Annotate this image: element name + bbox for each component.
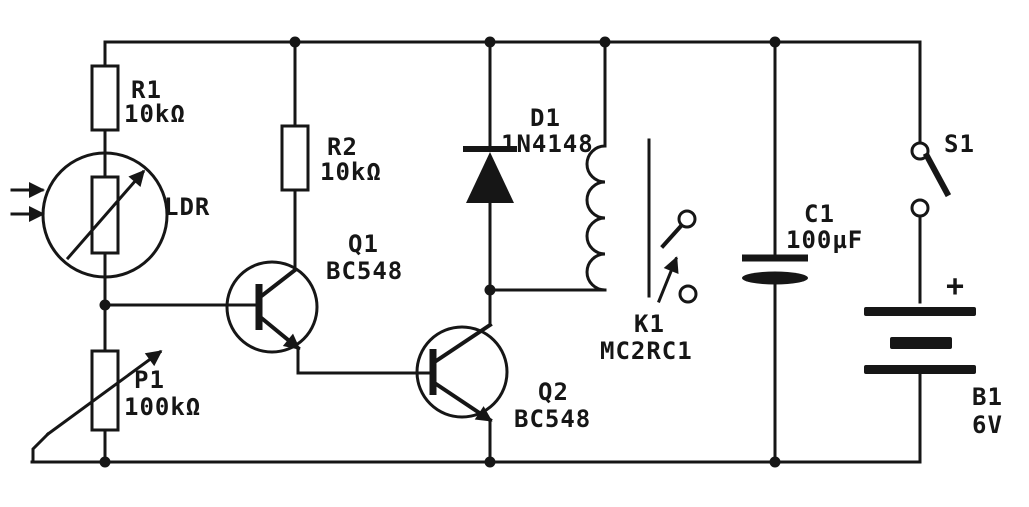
potentiometer-wiper-arrow (45, 349, 163, 437)
b1-ref-label: B1 (972, 383, 1003, 411)
b1-value-label: 6V (972, 411, 1003, 439)
wire-network (30, 40, 922, 464)
junction-dot (484, 284, 496, 296)
junction-dot (289, 36, 301, 48)
junction-dot (99, 299, 111, 311)
junction-dot (484, 36, 496, 48)
potentiometer-p1: P1 100kΩ (45, 349, 201, 437)
p1-value-label: 100kΩ (124, 393, 201, 421)
p1-wiper-return-wire (31, 431, 51, 464)
light-rays-arrows-icon (10, 182, 45, 222)
relay-contact-terminal (678, 284, 698, 304)
transistor-q2: Q2 BC548 (415, 322, 591, 433)
c1-ref-label: C1 (804, 200, 835, 228)
r1-value-label: 10kΩ (124, 100, 186, 128)
junction-dot (99, 456, 111, 468)
r2-value-label: 10kΩ (320, 158, 382, 186)
c1-value-label: 100µF (786, 226, 863, 254)
junction-dot (599, 36, 611, 48)
battery-plus-sign: + (946, 269, 965, 304)
transistor-envelope (415, 325, 509, 419)
junction-dot (484, 456, 496, 468)
switch-blade (922, 151, 952, 198)
s1-ref-label: S1 (944, 130, 975, 158)
resistor-r1: R1 10kΩ (90, 64, 186, 132)
transistor-collector-lead (256, 267, 298, 301)
junction-dot (769, 36, 781, 48)
relay-coil (585, 144, 607, 292)
battery-plate-long (864, 307, 976, 316)
battery-plate-long (864, 365, 976, 374)
capacitor-c1: C1 100µF (742, 200, 863, 285)
junction-dot (769, 456, 781, 468)
battery-plate-short (890, 337, 952, 349)
q1-ref-label: Q1 (348, 230, 379, 258)
d1-value-label: 1N4148 (501, 130, 594, 158)
transistor-emitter-lead (430, 379, 493, 423)
transistor-collector-lead (430, 322, 493, 366)
k1-ref-label: K1 (634, 310, 665, 338)
switch-s1: S1 (910, 130, 975, 218)
capacitor-bottom-plate (742, 271, 808, 285)
ldr-ref-label: LDR (164, 193, 210, 221)
relay-contact-terminal (677, 209, 697, 229)
q2-value-label: BC548 (514, 405, 591, 433)
resistor-body (90, 64, 120, 132)
q1-value-label: BC548 (326, 257, 403, 285)
ldr-variable-arrow (65, 169, 146, 261)
junction-dots (99, 36, 781, 468)
d1-ref-label: D1 (530, 104, 561, 132)
battery-b1: + B1 6V (864, 269, 1003, 439)
transistor-envelope (225, 260, 319, 354)
switch-terminal (910, 198, 930, 218)
ldr: LDR (41, 151, 210, 279)
k1-value-label: MC2RC1 (600, 337, 693, 365)
q2-ref-label: Q2 (538, 378, 569, 406)
transistor-q1: Q1 BC548 (225, 230, 403, 354)
relay-contact-blade (660, 223, 684, 249)
relay-armature-arrow (657, 256, 679, 303)
p1-ref-label: P1 (134, 366, 165, 394)
r2-ref-label: R2 (327, 133, 358, 161)
resistor-r2: R2 10kΩ (280, 124, 382, 192)
diode-triangle (466, 152, 514, 203)
diode-d1: D1 1N4148 (463, 104, 594, 203)
transistor-emitter-lead (256, 313, 301, 351)
q1-emitter-to-q2-base (296, 346, 435, 375)
r1-ref-label: R1 (131, 76, 162, 104)
relay-k1: K1 MC2RC1 (585, 138, 698, 365)
resistor-body (280, 124, 310, 192)
